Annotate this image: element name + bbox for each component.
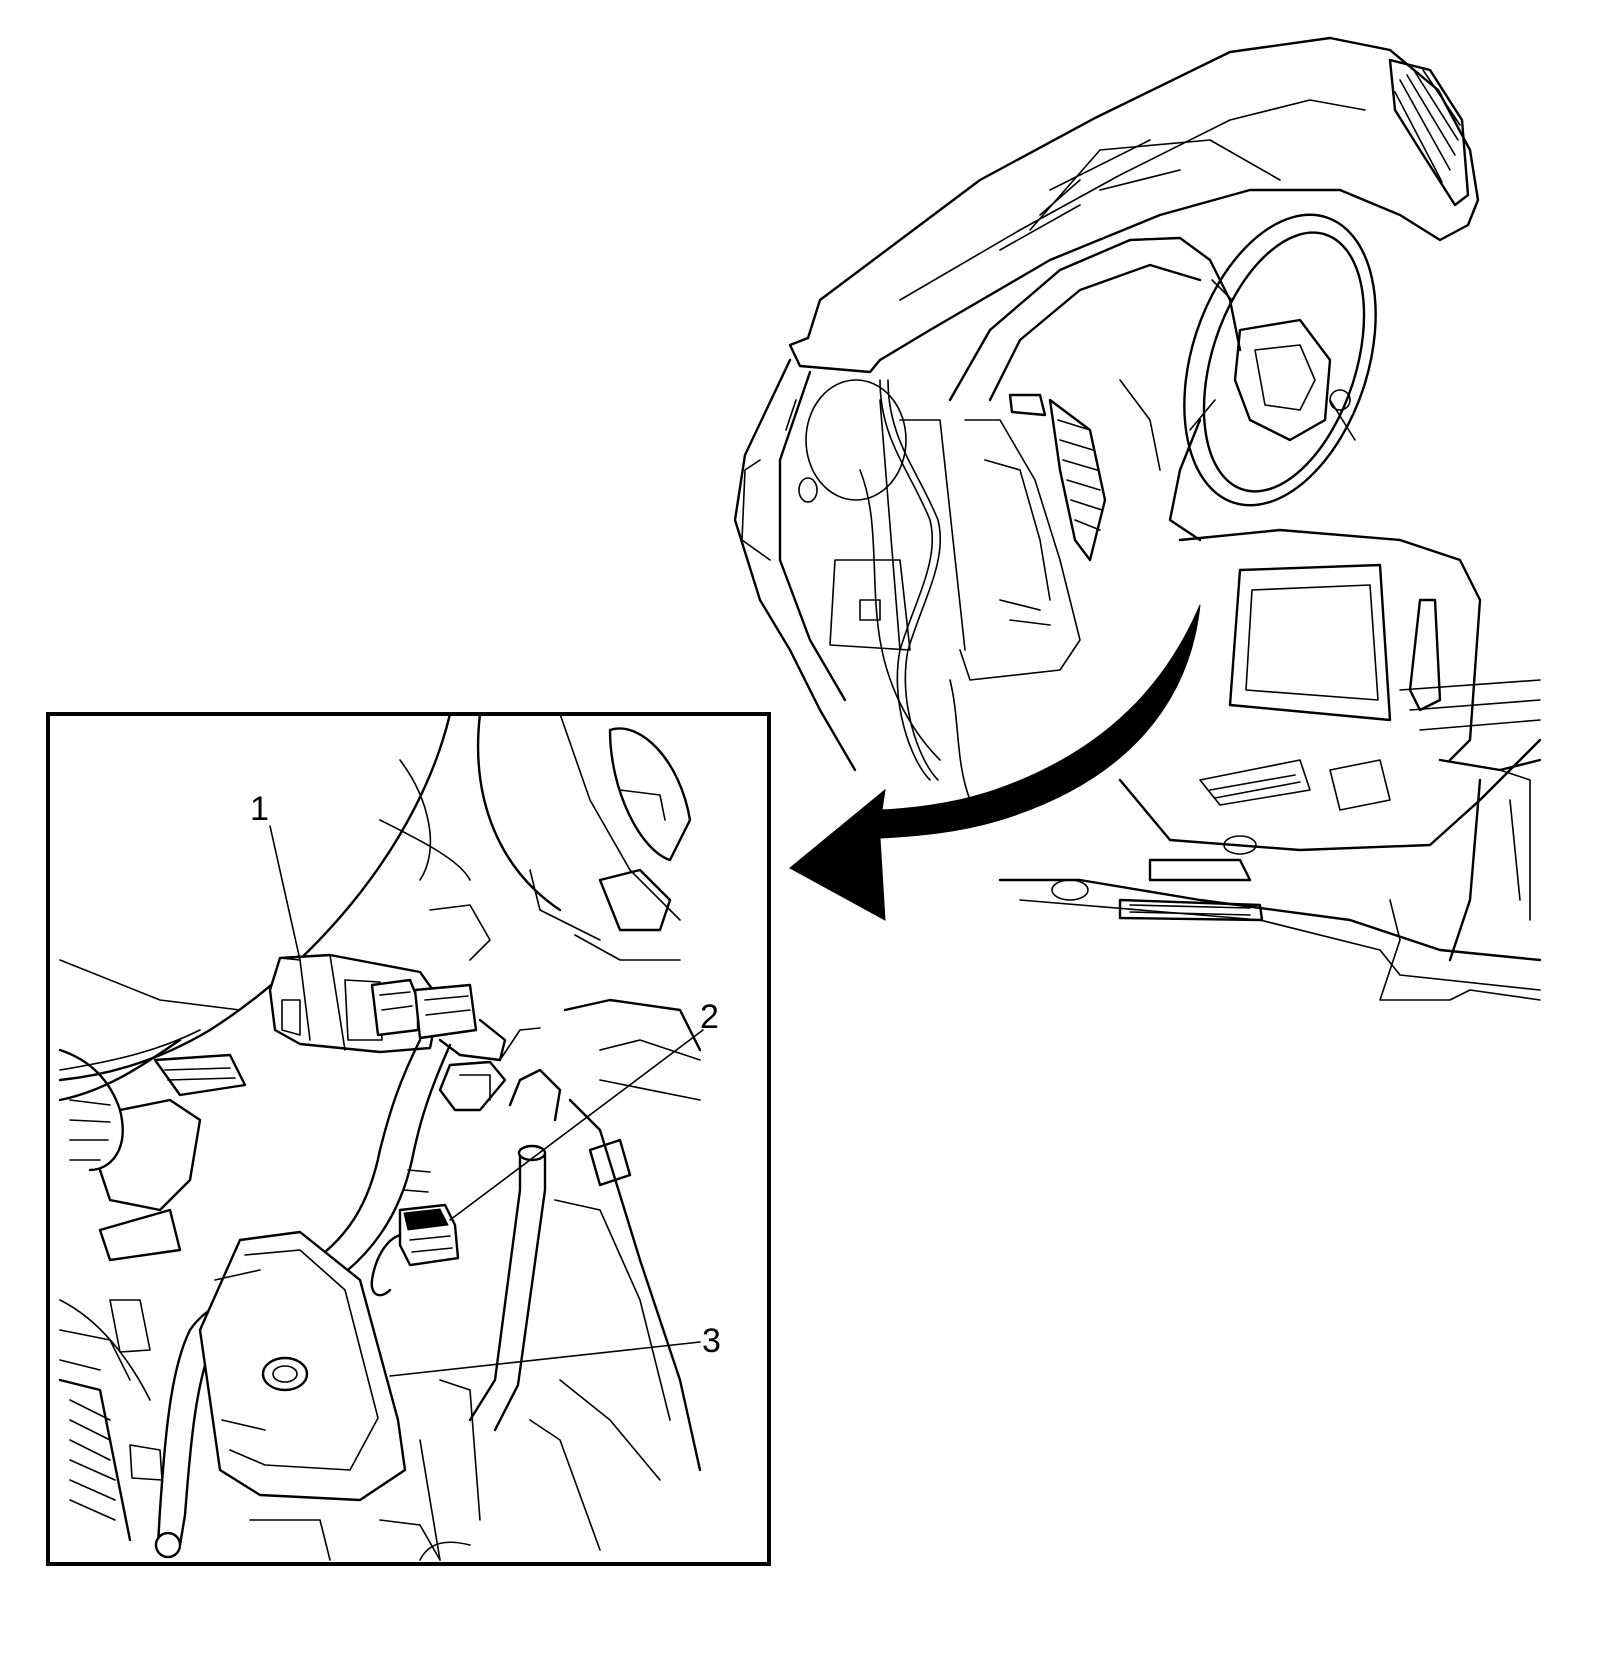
callout-1-number: 1 — [250, 790, 269, 828]
callout-1-leader — [269, 825, 301, 961]
detail-inset: 1 2 3 — [46, 712, 771, 1566]
callout-2-leader — [449, 1029, 704, 1221]
callout-2-number: 2 — [700, 998, 719, 1036]
callout-3-leader — [389, 1341, 701, 1377]
callout-3-number: 3 — [702, 1322, 721, 1360]
inset-frame — [46, 712, 771, 1566]
instrument-panel-overview — [733, 36, 1542, 1001]
detail-arrow — [789, 604, 1201, 921]
